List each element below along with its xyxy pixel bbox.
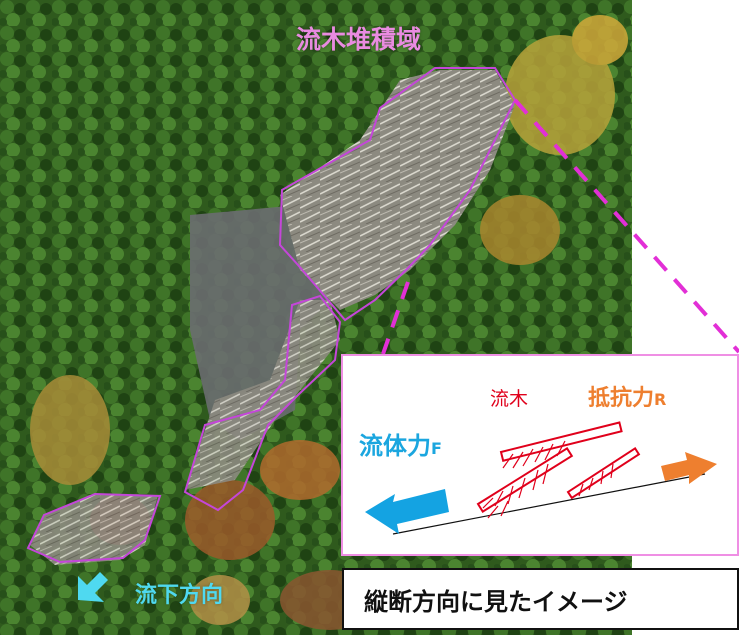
lower-deposition-outline <box>26 492 162 564</box>
caption-box: 縦断方向に見たイメージ <box>342 568 739 630</box>
inset-drawing <box>365 421 717 535</box>
downstream-arrow-icon <box>78 572 108 602</box>
upper-deposition-outline <box>278 67 517 322</box>
middle-deposition-outline <box>183 294 342 512</box>
resistance-symbol: R <box>654 390 667 409</box>
caption-text: 縦断方向に見たイメージ <box>364 588 628 616</box>
fluid-force-label: 流体力F <box>359 426 442 461</box>
lower-debris <box>185 300 340 490</box>
resistance-label: 抵抗力R <box>588 380 666 412</box>
deposition-outlines <box>26 67 517 564</box>
driftwood-logs-icon <box>476 421 641 514</box>
deposition-area-label: 流木堆積域 <box>296 25 422 54</box>
resistance-arrow-icon <box>661 452 717 484</box>
resistance-text: 抵抗力 <box>588 386 655 411</box>
inset-projection-lines <box>381 98 739 355</box>
ground-line <box>392 473 706 535</box>
driftwood-deposit <box>280 70 515 310</box>
fluid-force-text: 流体力 <box>359 432 431 460</box>
driftwood-branches <box>482 440 614 519</box>
driftwood-label: 流木 <box>490 388 529 410</box>
longitudinal-inset-diagram: 流体力F 流木 抵抗力R <box>341 354 739 556</box>
fluid-force-symbol: F <box>431 439 442 458</box>
downstream-direction-label: 流下方向 <box>135 583 224 608</box>
small-debris <box>30 495 158 565</box>
fluid-force-arrow-icon <box>365 489 449 534</box>
